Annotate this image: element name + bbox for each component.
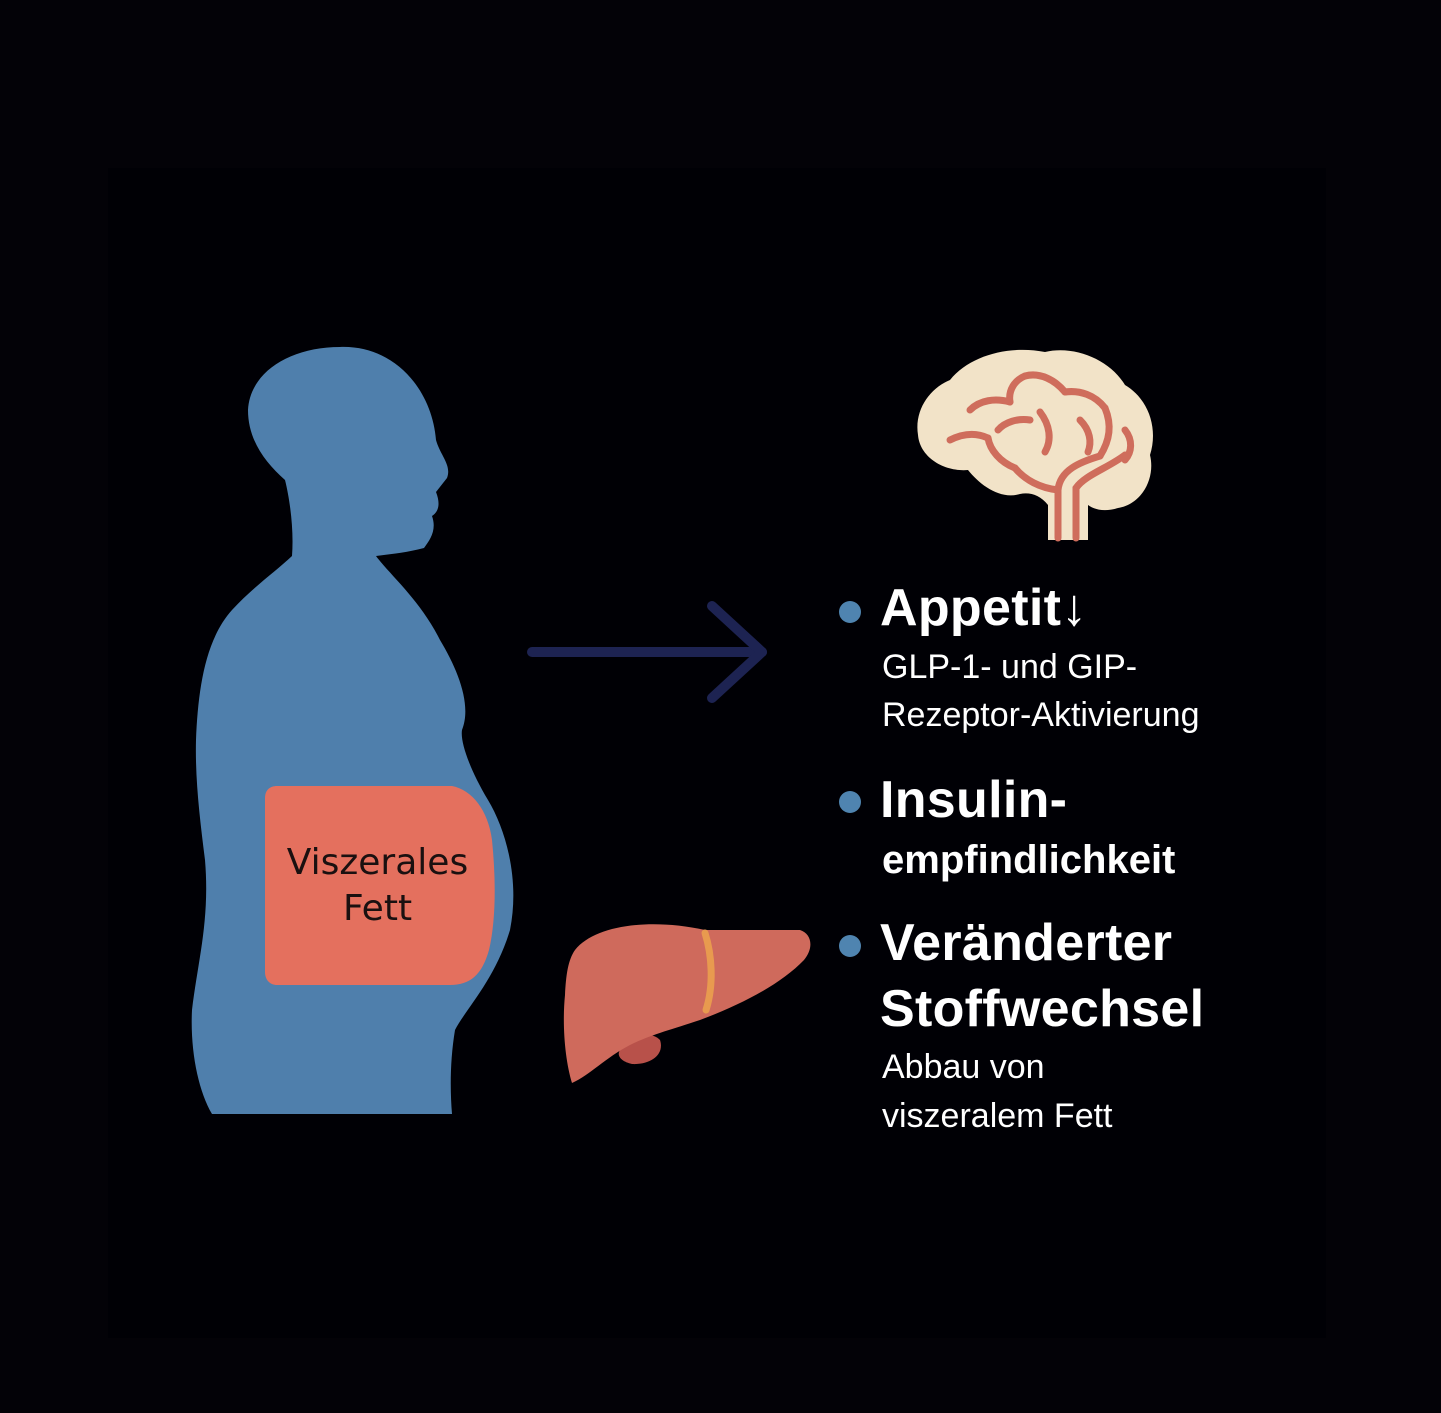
bullet-dot-icon bbox=[839, 935, 861, 957]
visceral-fat-label: Viszerales Fett bbox=[265, 840, 490, 932]
effect-insulin-title-line2: empfindlichkeit bbox=[882, 838, 1176, 882]
effect-appetite-subtitle-line1: GLP-1- und GIP- bbox=[882, 648, 1138, 686]
visceral-fat-label-line2: Fett bbox=[342, 888, 413, 929]
effect-appetite-title: Appetit↓ bbox=[880, 579, 1088, 637]
bullet-dot-icon bbox=[839, 601, 861, 623]
effect-appetite-subtitle-line2: Rezeptor-Aktivierung bbox=[882, 696, 1200, 734]
effect-insulin-title-line1: Insulin- bbox=[880, 771, 1068, 829]
visceral-fat-label-line1: Viszerales bbox=[286, 842, 469, 883]
bullet-dot-icon bbox=[839, 791, 861, 813]
effect-metabolism-subtitle-line1: Abbau von bbox=[882, 1048, 1045, 1086]
effect-metabolism-title-line2: Stoffwechsel bbox=[880, 980, 1205, 1038]
effect-metabolism-title-line1: Veränderter bbox=[880, 914, 1173, 972]
effect-metabolism-subtitle-line2: viszeralem Fett bbox=[882, 1097, 1113, 1135]
